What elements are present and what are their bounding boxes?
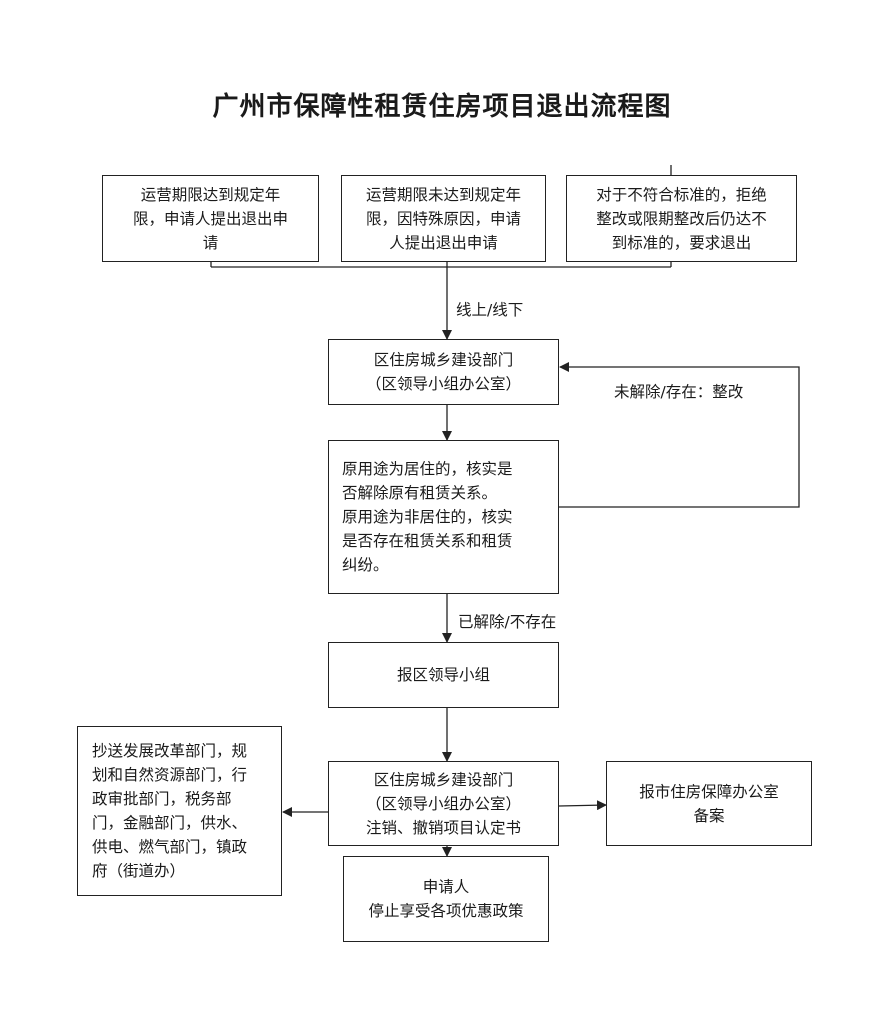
node-text-line: 门，金融部门，供水、 — [92, 814, 248, 832]
arrow-feedback-loop — [559, 362, 800, 508]
node-verify: 原用途为居住的，核实是否解除原有租赁关系。原用途为非居住的，核实是否存在租赁关系… — [328, 440, 559, 594]
node-text: 申请人停止享受各项优惠政策 — [354, 875, 538, 923]
node-text-line: 对于不符合标准的，拒绝 — [596, 185, 767, 204]
node-text-line: 注销、撤销项目认定书 — [365, 818, 521, 837]
node-text-line: 抄送发展改革部门，规 — [92, 742, 248, 760]
node-text-line: 原用途为居住的，核实是 — [342, 460, 513, 478]
node-district-dept-2: 区住房城乡建设部门 （区领导小组办公室） 注销、撤销项目认定书 — [328, 761, 559, 846]
node-text: 运营期限未达到规定年限，因特殊原因，申请人提出退出申请 — [352, 183, 535, 255]
node-text: 报区领导小组 — [339, 663, 548, 687]
node-text-line: 政审批部门，税务部 — [92, 790, 232, 808]
node-text-line: 报市住房保障办公室 — [639, 782, 779, 801]
node-expiry-reached: 运营期限达到规定年限，申请人提出退出申请 — [102, 175, 319, 262]
node-report-district-group: 报区领导小组 — [328, 642, 559, 708]
node-text: 区住房城乡建设部门 （区领导小组办公室） — [339, 348, 548, 396]
label-not-resolved: 未解除/存在：整改 — [614, 383, 744, 401]
node-text-line: 运营期限未达到规定年 — [365, 185, 521, 204]
node-text: 原用途为居住的，核实是否解除原有租赁关系。原用途为非居住的，核实是否存在租赁关系… — [342, 457, 548, 577]
node-text-line: 备案 — [693, 806, 725, 825]
node-text-line: 限，申请人提出退出申 — [132, 209, 288, 228]
node-text-line: 报区领导小组 — [396, 666, 490, 684]
node-text-line: 区住房城乡建设部门 — [373, 770, 514, 789]
arrow-to-city — [558, 800, 607, 811]
node-text: 抄送发展改革部门，规划和自然资源部门，行政审批部门，税务部门，金融部门，供水、供… — [92, 739, 271, 883]
page-title: 广州市保障性租赁住房项目退出流程图 — [212, 92, 672, 122]
node-text-line: 否解除原有租赁关系。 — [342, 484, 498, 502]
node-text: 运营期限达到规定年限，申请人提出退出申请 — [113, 183, 308, 255]
label-resolved: 已解除/不存在 — [458, 613, 557, 631]
node-text: 区住房城乡建设部门 （区领导小组办公室） 注销、撤销项目认定书 — [339, 768, 548, 840]
node-district-dept-1: 区住房城乡建设部门 （区领导小组办公室） — [328, 339, 559, 405]
node-text-line: 运营期限达到规定年 — [140, 185, 281, 204]
node-text: 报市住房保障办公室备案 — [617, 780, 801, 828]
node-text-line: 停止享受各项优惠政策 — [368, 902, 524, 920]
node-text-line: （区领导小组办公室） — [365, 794, 521, 813]
node-cc-departments: 抄送发展改革部门，规划和自然资源部门，行政审批部门，税务部门，金融部门，供水、供… — [77, 726, 282, 896]
node-text-line: 划和自然资源部门，行 — [92, 766, 248, 784]
node-text-line: 是否存在租赁关系和租赁 — [342, 532, 513, 550]
node-text-line: （区领导小组办公室） — [365, 375, 521, 393]
node-text-line: 整改或限期整改后仍达不 — [596, 209, 767, 228]
node-text-line: 申请人 — [422, 878, 470, 896]
label-online-offline: 线上/线下 — [456, 301, 524, 319]
node-text-line: 限，因特殊原因，申请 — [365, 209, 521, 228]
node-text-line: 请 — [202, 233, 219, 252]
node-substandard: 对于不符合标准的，拒绝整改或限期整改后仍达不到标准的，要求退出 — [566, 175, 797, 262]
node-applicant: 申请人停止享受各项优惠政策 — [343, 856, 549, 942]
node-text-line: 纠纷。 — [342, 556, 389, 574]
node-text-line: 到标准的，要求退出 — [611, 233, 752, 252]
node-text: 对于不符合标准的，拒绝整改或限期整改后仍达不到标准的，要求退出 — [577, 183, 786, 255]
node-text-line: 府（街道办） — [92, 862, 186, 880]
node-text-line: 区住房城乡建设部门 — [373, 351, 514, 369]
node-text-line: 原用途为非居住的，核实 — [342, 508, 513, 526]
node-expiry-not-reached: 运营期限未达到规定年限，因特殊原因，申请人提出退出申请 — [341, 175, 546, 262]
node-text-line: 人提出退出申请 — [389, 233, 498, 252]
node-text-line: 供电、燃气部门，镇政 — [92, 838, 248, 856]
node-city-office: 报市住房保障办公室备案 — [606, 761, 812, 846]
